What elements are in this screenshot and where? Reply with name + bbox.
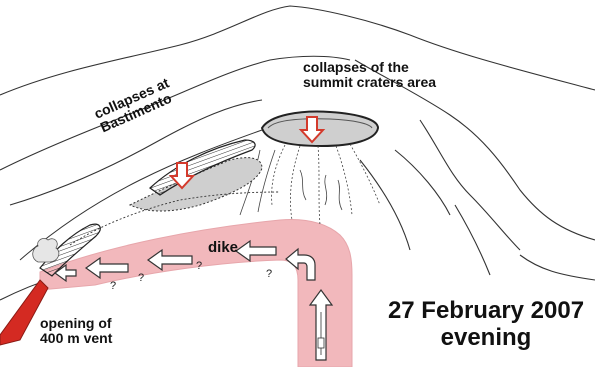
question-mark-1: ? bbox=[138, 272, 144, 284]
ridge-outline-gully1 bbox=[360, 160, 410, 250]
summit-crater-rim bbox=[262, 112, 378, 146]
vent-label-line1: opening of bbox=[40, 316, 112, 331]
question-mark-2: ? bbox=[196, 260, 202, 272]
date-label: 27 February 2007 evening bbox=[382, 297, 590, 351]
question-mark-3: ? bbox=[266, 268, 272, 280]
crater-fractures bbox=[272, 144, 380, 225]
date-label-line2: evening bbox=[382, 324, 590, 351]
ridge-outline-right3 bbox=[455, 205, 490, 275]
ridge-outline-gully2 bbox=[395, 150, 450, 215]
dike-label: dike bbox=[208, 240, 238, 255]
ridge-outline-right2 bbox=[420, 120, 520, 250]
vent-label-line2: 400 m vent bbox=[40, 331, 112, 346]
question-mark-4: ? bbox=[110, 280, 116, 292]
summit-collapse-label: collapses of the summit craters area bbox=[303, 60, 436, 90]
vent-plume bbox=[33, 238, 59, 262]
ridge-outline-main bbox=[0, 6, 595, 95]
vent-label: opening of 400 m vent bbox=[40, 316, 112, 346]
summit-label-line1: collapses of the bbox=[303, 60, 436, 75]
date-label-line1: 27 February 2007 bbox=[382, 297, 590, 324]
summit-label-line2: summit craters area bbox=[303, 75, 436, 90]
ridge-outline-gully3 bbox=[520, 255, 595, 280]
